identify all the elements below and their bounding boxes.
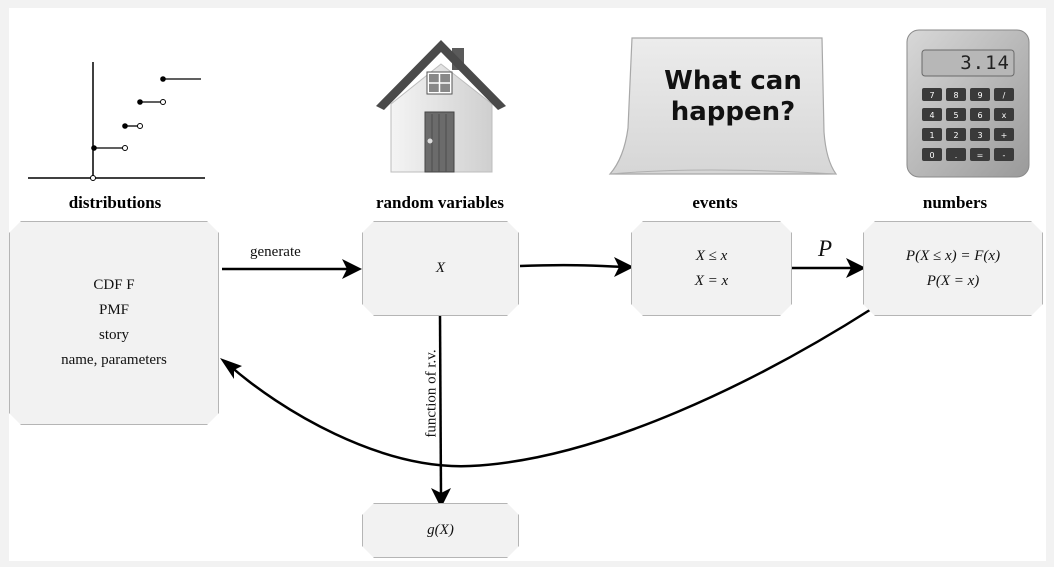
- calculator-key: [970, 88, 990, 101]
- calculator-key-label: +: [1001, 131, 1008, 140]
- header-events: events: [692, 193, 738, 212]
- label-probability: P: [818, 236, 833, 261]
- cdf-plot-icon: [22, 55, 206, 185]
- calculator-key: [946, 108, 966, 121]
- distributions-item: name, parameters: [61, 352, 167, 368]
- header-distributions: distributions: [68, 193, 162, 212]
- event-item: X ≤ x: [695, 247, 728, 264]
- distributions-item: PMF: [98, 302, 130, 318]
- events-box: X ≤ x X = x: [631, 221, 792, 316]
- distributions-item: CDF F: [93, 277, 135, 293]
- calculator-icon: 7 8 9 / 4 5 6 x 1 2 3 +0. = -: [906, 29, 1030, 178]
- distributions-item: story: [99, 327, 129, 343]
- calculator-key-label: /: [1003, 91, 1006, 100]
- calculator-key: [994, 88, 1014, 101]
- calculator-display: 3.14: [960, 52, 1010, 74]
- calculator-key-label: x: [1002, 111, 1007, 120]
- arrow-head-numbers: [846, 258, 866, 278]
- header-numbers: numbers: [922, 193, 988, 212]
- calculator-key-label: 6: [977, 111, 982, 120]
- calculator-key-label: 7: [929, 91, 934, 100]
- calculator-key-label: 0: [929, 151, 934, 160]
- calculator-key: [922, 88, 942, 101]
- calculator-key-label: -: [1003, 151, 1006, 160]
- event-item: X = x: [694, 272, 729, 289]
- calculator-key: [994, 128, 1014, 141]
- calculator-key-label: 1: [929, 131, 934, 140]
- calculator-key-label: =: [977, 151, 984, 160]
- numbers-box: P(X ≤ x) = F(x) P(X = x): [863, 221, 1043, 316]
- calculator-key: [970, 108, 990, 121]
- calculator-key: [994, 108, 1014, 121]
- calculator-key: [946, 148, 966, 161]
- calculator-key-label: 9: [977, 91, 982, 100]
- function-gx: g(X): [427, 522, 454, 538]
- distributions-box: CDF F PMF story name, parameters: [9, 221, 219, 425]
- house-icon: [376, 40, 506, 173]
- calculator-key-label: .: [955, 151, 958, 160]
- function-box: g(X): [362, 503, 519, 558]
- calculator-key: [922, 108, 942, 121]
- arrow-head-function: [431, 488, 451, 508]
- calculator-key-label: 2: [953, 131, 958, 140]
- calculator-key-label: 4: [929, 111, 934, 120]
- calculator-key: [946, 128, 966, 141]
- number-item: P(X = x): [926, 272, 980, 289]
- calculator-key-label: 8: [953, 91, 958, 100]
- label-generate: generate: [250, 244, 301, 260]
- arrow-head-distributions: [220, 358, 242, 379]
- calculator-key: [946, 88, 966, 101]
- calculator-key-label: 5: [953, 111, 958, 120]
- number-item: P(X ≤ x) = F(x): [905, 247, 1001, 264]
- arrow-to-events: [519, 263, 624, 269]
- arrows: [222, 263, 874, 497]
- header-random-variables: random variables: [376, 193, 504, 212]
- calculator-key: [970, 148, 990, 161]
- random-variables-box: X: [362, 221, 519, 316]
- note-text: What can happen?: [664, 66, 802, 127]
- calculator-key: [994, 148, 1014, 161]
- calculator-key: [970, 128, 990, 141]
- calculator-key-label: 3: [977, 131, 982, 140]
- label-function-of-rv: function of r.v.: [423, 349, 440, 438]
- random-variable-x: X: [435, 260, 446, 276]
- arrow-back-to-distributions: [228, 306, 874, 468]
- sticky-note-icon: [608, 37, 838, 175]
- calculator-key: [922, 148, 942, 161]
- arrow-head-events: [614, 257, 634, 277]
- arrow-head-generate: [342, 259, 362, 279]
- calculator-key: [922, 128, 942, 141]
